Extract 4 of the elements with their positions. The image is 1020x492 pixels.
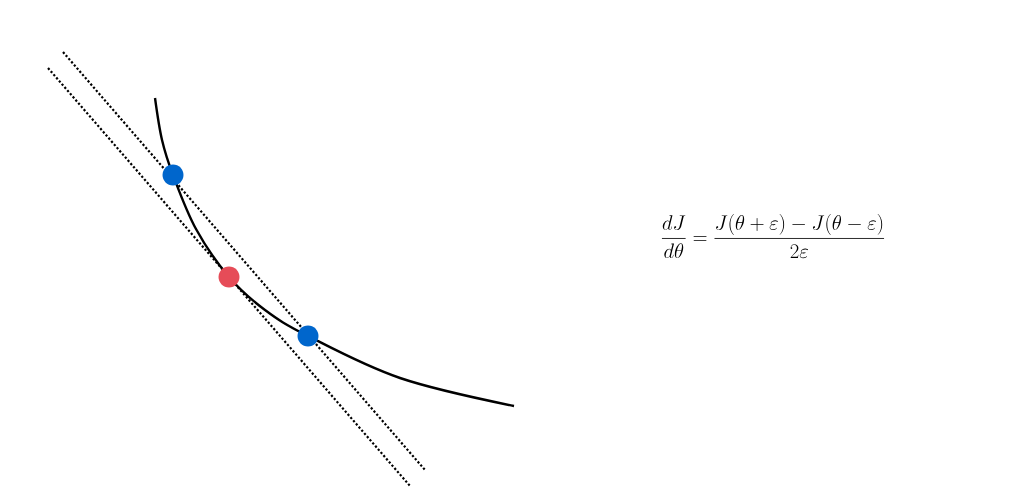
point — [218, 266, 240, 288]
point — [297, 325, 319, 347]
point — [162, 164, 184, 186]
formula: $\frac{dJ}{d\theta}=\frac{J(\theta+\varepsilon)-J(\theta-\varepsilon)}{2\varepsilon}$ — [661, 214, 885, 259]
